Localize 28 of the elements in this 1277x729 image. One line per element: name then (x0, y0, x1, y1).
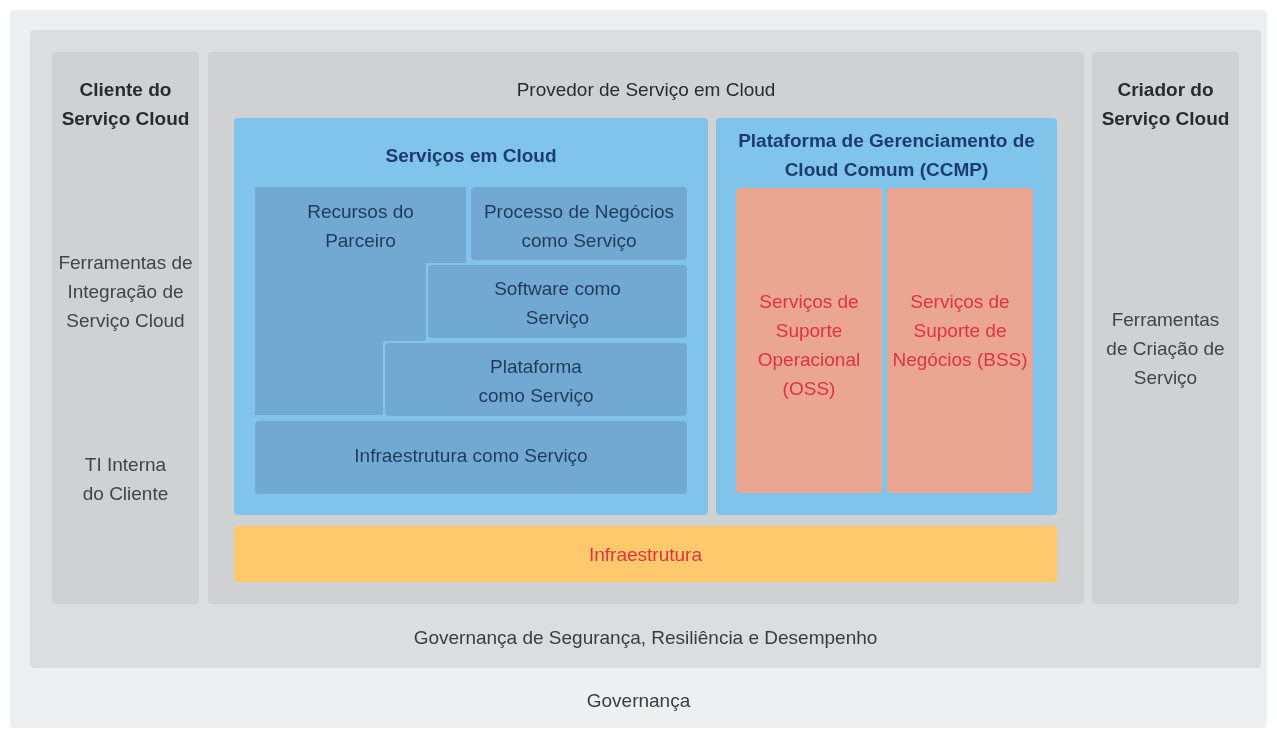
panel-heading: Serviços em Cloud (384, 144, 558, 168)
management-panel (716, 118, 1057, 515)
box-label: Plataforma como Serviço (477, 355, 595, 408)
box-label: Serviços de Suporte de Negócios (BSS) (891, 290, 1029, 372)
service-box (471, 187, 687, 260)
service-box (255, 421, 687, 494)
box-label: Software como Serviço (494, 277, 621, 330)
provider-panel (208, 52, 1084, 604)
panel-heading: Provedor de Serviço em Cloud (515, 78, 777, 102)
bar-label: Infraestrutura (588, 543, 703, 567)
support-box (887, 188, 1033, 493)
band-label: Governança (585, 689, 692, 713)
column-heading: Criador do Serviço Cloud (1100, 78, 1231, 131)
service-box (385, 343, 687, 416)
column-label: TI Interna do Cliente (81, 453, 170, 506)
box-label: Recursos do Parceiro (306, 200, 415, 253)
column-label: Ferramentas de Integração de Serviço Cloud (57, 251, 194, 333)
services-panel (234, 118, 708, 515)
support-box (736, 188, 882, 493)
box-label: Infraestrutura como Serviço (353, 444, 589, 468)
band-label: Governança de Segurança, Resiliência e Desempenho (412, 626, 879, 650)
box-label: Processo de Negócios como Serviço (482, 200, 676, 253)
column-label: Ferramentas de Criação de Serviço (1105, 308, 1226, 390)
column-heading: Cliente do Serviço Cloud (60, 78, 191, 131)
infrastructure-bar (234, 526, 1057, 582)
service-box (428, 265, 687, 338)
box-label: Serviços de Suporte Operacional (OSS) (756, 290, 862, 401)
panel-heading: Plataforma de Gerenciamento de Cloud Comum (CCMP) (738, 129, 1035, 182)
